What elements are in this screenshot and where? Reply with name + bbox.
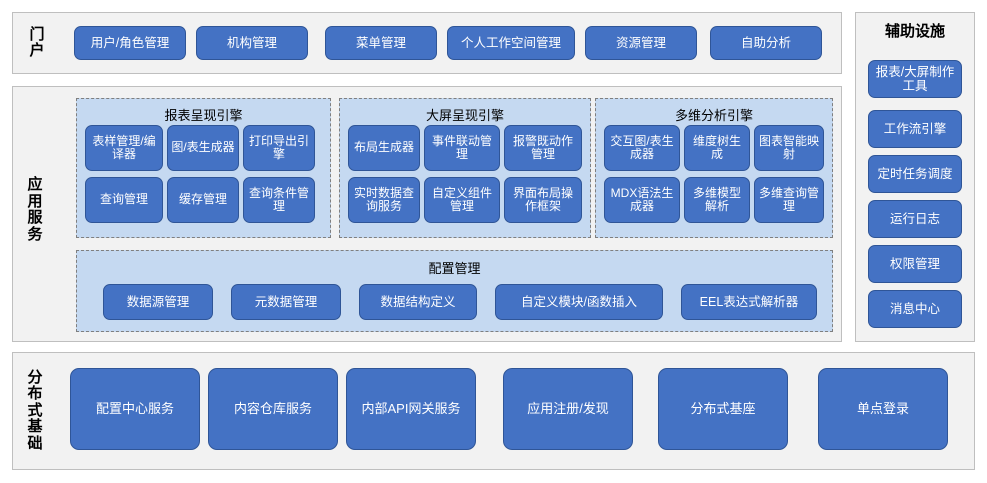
section-label-char: 服 xyxy=(27,209,43,226)
panel-olap-title: 多维分析引擎 xyxy=(674,108,753,123)
distributed-base-section-label: 分布式基础 xyxy=(22,366,48,456)
distributed-base-button-1[interactable]: 配置中心服务 xyxy=(70,368,200,450)
portal-button-5[interactable]: 资源管理 xyxy=(585,26,697,60)
distributed-base-button-5[interactable]: 分布式基座 xyxy=(658,368,788,450)
config-management-panel: 配置管理 数据源管理元数据管理数据结构定义自定义模块/函数插入 EEL表达式解析器 xyxy=(76,250,833,332)
config-button-3[interactable]: 数据结构定义 xyxy=(359,284,477,320)
panel-screen-item-1[interactable]: 布局生成器 xyxy=(348,125,420,171)
auxiliary-button-4[interactable]: 运行日志 xyxy=(868,200,962,238)
section-label-char: 门 xyxy=(29,25,45,43)
auxiliary-button-2[interactable]: 工作流引擎 xyxy=(868,110,962,148)
section-label-char: 础 xyxy=(27,434,43,452)
panel-screen-item-4[interactable]: 实时数据查询服务 xyxy=(348,177,420,223)
panel-olap-item-1[interactable]: 交互图/表生成器 xyxy=(604,125,680,171)
panel-screen-title: 大屏呈现引擎 xyxy=(425,108,504,123)
portal-button-4[interactable]: 个人工作空间管理 xyxy=(447,26,575,60)
portal-section-label: 门户 xyxy=(24,18,50,68)
auxiliary-button-1[interactable]: 报表/大屏制作工具 xyxy=(868,60,962,98)
portal-button-2[interactable]: 机构管理 xyxy=(196,26,308,60)
distributed-base-button-6[interactable]: 单点登录 xyxy=(818,368,948,450)
auxiliary-button-6[interactable]: 消息中心 xyxy=(868,290,962,328)
config-button-5[interactable]: EEL表达式解析器 xyxy=(681,284,817,320)
panel-olap-item-2[interactable]: 维度树生成 xyxy=(684,125,750,171)
section-label-char: 式 xyxy=(27,401,43,419)
panel-report-item-3[interactable]: 打印导出引擎 xyxy=(243,125,315,171)
config-button-1[interactable]: 数据源管理 xyxy=(103,284,213,320)
auxiliary-section-title: 辅助设施 xyxy=(884,23,945,40)
application-services-section-label: 应用服务 xyxy=(22,160,48,260)
section-label-char: 分 xyxy=(27,368,43,386)
panel-screen-item-2[interactable]: 事件联动管理 xyxy=(424,125,500,171)
panel-screen: 大屏呈现引擎布局生成器事件联动管理报警既动作管理实时数据查询服务自定义组件管理界… xyxy=(339,98,591,238)
distributed-base-button-2[interactable]: 内容仓库服务 xyxy=(208,368,338,450)
portal-button-3[interactable]: 菜单管理 xyxy=(325,26,437,60)
panel-olap-item-4[interactable]: MDX语法生成器 xyxy=(604,177,680,223)
section-label-char: 用 xyxy=(27,192,43,210)
panel-report-item-4[interactable]: 查询管理 xyxy=(85,177,163,223)
distributed-base-button-3[interactable]: 内部API网关服务 xyxy=(346,368,476,450)
section-label-char: 应 xyxy=(27,176,43,193)
auxiliary-button-5[interactable]: 权限管理 xyxy=(868,245,962,283)
panel-olap: 多维分析引擎交互图/表生成器维度树生成图表智能映射 MDX语法生成器多维模型解析多… xyxy=(595,98,833,238)
distributed-base-button-4[interactable]: 应用注册/发现 xyxy=(503,368,633,450)
panel-olap-item-3[interactable]: 图表智能映射 xyxy=(754,125,824,171)
panel-report-title: 报表呈现引擎 xyxy=(164,108,243,123)
section-label-char: 基 xyxy=(27,418,43,436)
panel-olap-item-6[interactable]: 多维查询管理 xyxy=(754,177,824,223)
section-label-char: 户 xyxy=(29,42,45,59)
panel-report: 报表呈现引擎表样管理/编译器图/表生成器打印导出引擎查询管理缓存管理查询条件管理 xyxy=(76,98,331,238)
panel-report-item-6[interactable]: 查询条件管理 xyxy=(243,177,315,223)
panel-screen-item-5[interactable]: 自定义组件管理 xyxy=(424,177,500,223)
panel-report-item-1[interactable]: 表样管理/编译器 xyxy=(85,125,163,171)
panel-report-item-5[interactable]: 缓存管理 xyxy=(167,177,239,223)
panel-olap-item-5[interactable]: 多维模型解析 xyxy=(684,177,750,223)
section-label-char: 务 xyxy=(27,225,43,243)
config-button-2[interactable]: 元数据管理 xyxy=(231,284,341,320)
panel-report-item-2[interactable]: 图/表生成器 xyxy=(167,125,239,171)
config-management-panel-title: 配置管理 xyxy=(428,261,481,276)
auxiliary-button-3[interactable]: 定时任务调度 xyxy=(868,155,962,193)
config-button-4[interactable]: 自定义模块/函数插入 xyxy=(495,284,663,320)
portal-button-1[interactable]: 用户/角色管理 xyxy=(74,26,186,60)
panel-screen-item-6[interactable]: 界面布局操作框架 xyxy=(504,177,582,223)
portal-button-6[interactable]: 自助分析 xyxy=(710,26,822,60)
panel-screen-item-3[interactable]: 报警既动作管理 xyxy=(504,125,582,171)
section-label-char: 布 xyxy=(27,385,43,403)
